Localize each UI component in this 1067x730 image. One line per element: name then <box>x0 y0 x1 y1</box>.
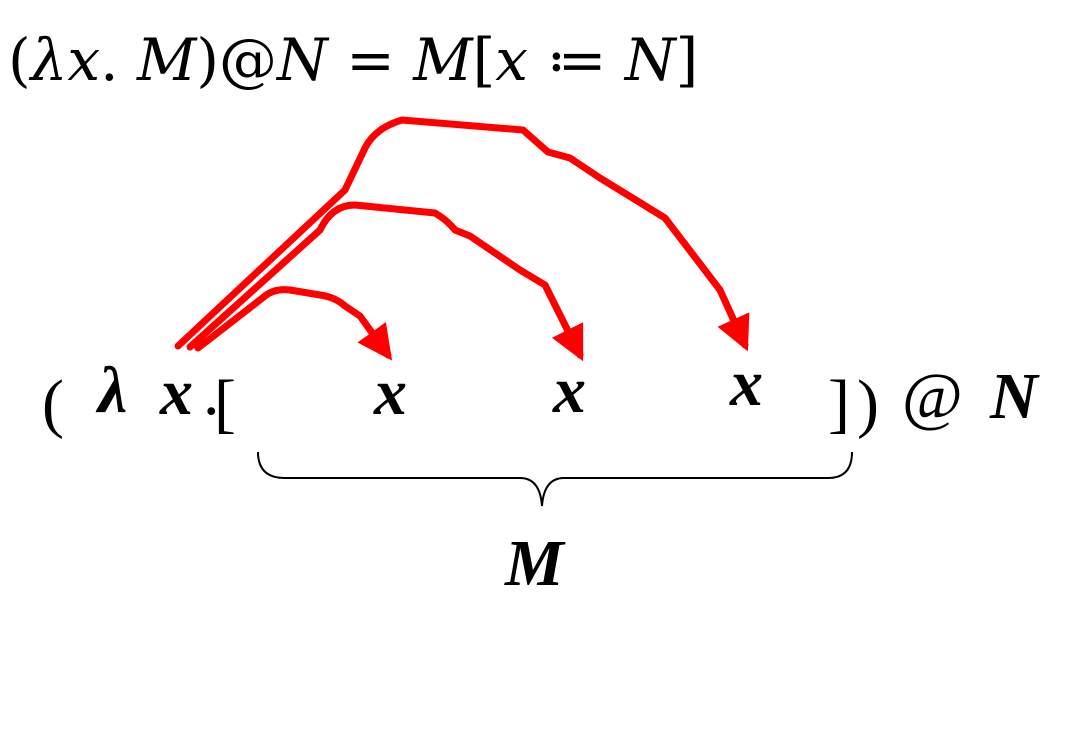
arrow-to-occurrence-1 <box>194 286 393 361</box>
lambda-expression: ( λ x . [ x x x ] ) @ N <box>42 347 1040 440</box>
expr-argument: N <box>989 360 1040 433</box>
formula-subst-var: x <box>495 26 528 94</box>
arrow-to-occurrence-2 <box>186 201 584 362</box>
formula-assign: ≔ <box>528 26 625 94</box>
brace-label: M <box>504 527 566 600</box>
formula-dot: . <box>100 26 137 94</box>
expr-occurrence-1: x <box>373 356 407 429</box>
expr-dot: . <box>203 356 220 429</box>
expr-apply: @ <box>902 360 963 433</box>
formula-close-bracket: ] <box>676 26 699 94</box>
under-brace <box>257 451 853 507</box>
beta-reduction-formula: (λx. M)@N = M[x ≔ N] <box>8 26 698 94</box>
expr-close-paren: ) <box>857 367 879 440</box>
formula-open-paren: ( <box>8 26 31 94</box>
formula-result-body: M <box>412 26 474 94</box>
expr-open-bracket: [ <box>214 367 236 440</box>
expr-close-bracket: ] <box>828 367 850 440</box>
expr-occurrence-2: x <box>552 354 586 427</box>
formula-lambda-x: λx <box>29 26 100 94</box>
expr-lambda: λ <box>95 354 127 427</box>
formula-apply: @ <box>219 26 277 94</box>
formula-body: M <box>136 26 198 94</box>
formula-open-bracket: [ <box>473 26 496 94</box>
arrow-to-occurrence-3 <box>174 116 750 352</box>
formula-argument: N <box>275 26 330 94</box>
expr-open-paren: ( <box>42 367 64 440</box>
expr-occurrence-3: x <box>729 347 763 420</box>
expr-bound-var: x <box>159 356 193 429</box>
binding-arrows <box>174 116 750 362</box>
formula-close-paren: ) <box>196 26 219 94</box>
formula-equals: = <box>328 26 413 94</box>
formula-subst-value: N <box>623 26 678 94</box>
